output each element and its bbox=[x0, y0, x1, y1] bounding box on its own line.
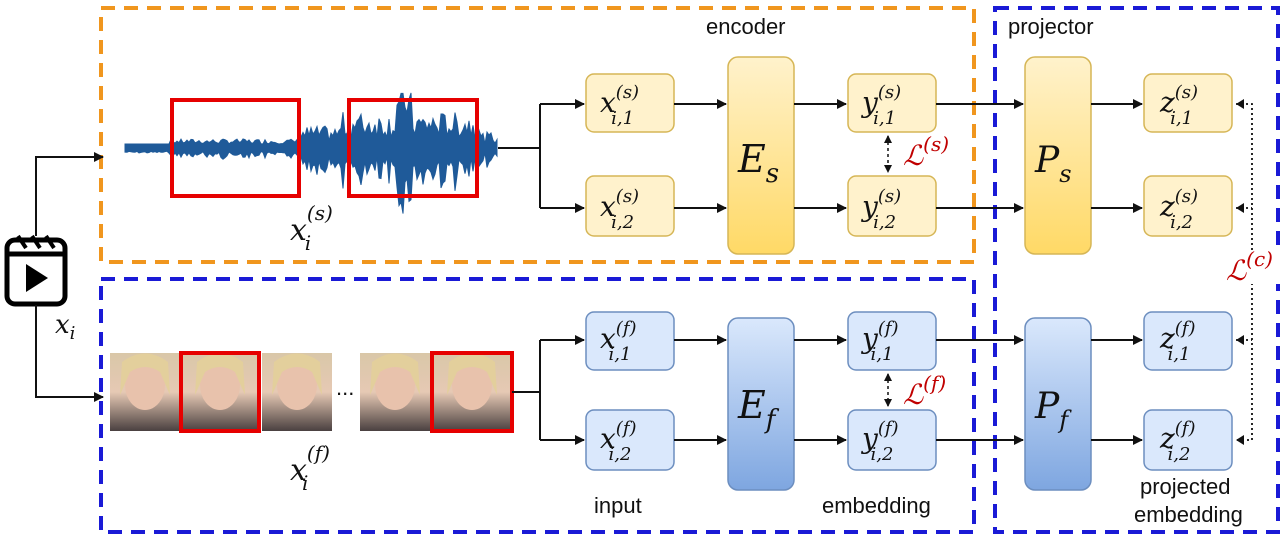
video-clip-icon bbox=[4, 234, 68, 307]
ys2-box bbox=[847, 175, 937, 237]
Ls-label: ℒ(s) bbox=[903, 132, 949, 172]
zs1-box bbox=[1143, 73, 1233, 133]
frames-ellipsis: ... bbox=[336, 375, 354, 400]
embedding-label: embedding bbox=[822, 493, 931, 518]
speech-split-line bbox=[498, 104, 541, 208]
xs2-box bbox=[585, 175, 675, 237]
xf1-label: x(f)i,1 bbox=[600, 318, 637, 365]
speech-waveform bbox=[124, 92, 498, 214]
face-projector-Pf bbox=[1024, 317, 1092, 491]
projector-label: projector bbox=[1008, 14, 1094, 39]
ys2-label: y(s)i,2 bbox=[860, 186, 901, 233]
face-crop-1 bbox=[179, 351, 261, 433]
zf2-label: z(f)i,2 bbox=[1159, 418, 1195, 465]
speech-projector-Ps bbox=[1024, 56, 1092, 255]
zf1-box bbox=[1143, 311, 1233, 371]
Lf-label: ℒ(f) bbox=[903, 371, 946, 411]
speech-encoder-Es bbox=[727, 56, 795, 255]
projected-embedding-label: embedding bbox=[1134, 502, 1243, 527]
xs2-label: x(s)i,2 bbox=[600, 186, 639, 233]
xf-label: x(f)i bbox=[290, 441, 330, 495]
zs1-label: z(s)i,1 bbox=[1159, 82, 1198, 129]
ys1-label: y(s)i,1 bbox=[860, 82, 901, 129]
projector-region bbox=[993, 6, 1280, 534]
yf2-label: y(f)i,2 bbox=[860, 418, 899, 465]
zf1-label: z(f)i,1 bbox=[1159, 318, 1195, 365]
face-encoder-Ef bbox=[727, 317, 795, 491]
xs-label: x(s)i bbox=[290, 201, 333, 255]
xi-label: xi bbox=[55, 310, 75, 344]
zs2-box bbox=[1143, 175, 1233, 237]
encoder-label: encoder bbox=[706, 14, 786, 39]
face-branch-region bbox=[99, 277, 976, 534]
speech-crop-1 bbox=[170, 98, 301, 198]
xs1-label: x(s)i,1 bbox=[600, 82, 639, 129]
speech-branch-region bbox=[99, 6, 976, 264]
Ps-label: Ps bbox=[1034, 140, 1072, 188]
Lc-label: ℒ(c) bbox=[1226, 247, 1273, 287]
arrow-to-speech bbox=[35, 152, 104, 236]
face-split-line bbox=[512, 340, 541, 440]
projected-label: projected bbox=[1140, 474, 1231, 499]
Es-label: Es bbox=[737, 137, 779, 189]
arrow-to-faces bbox=[35, 305, 104, 402]
yf1-label: y(f)i,1 bbox=[860, 318, 899, 365]
face-frames bbox=[110, 353, 512, 431]
input-label: input bbox=[594, 493, 642, 518]
zs2-label: z(s)i,2 bbox=[1159, 186, 1198, 233]
zf2-box bbox=[1143, 409, 1233, 471]
xf2-label: x(f)i,2 bbox=[600, 418, 637, 465]
speech-crop-2 bbox=[347, 98, 479, 198]
